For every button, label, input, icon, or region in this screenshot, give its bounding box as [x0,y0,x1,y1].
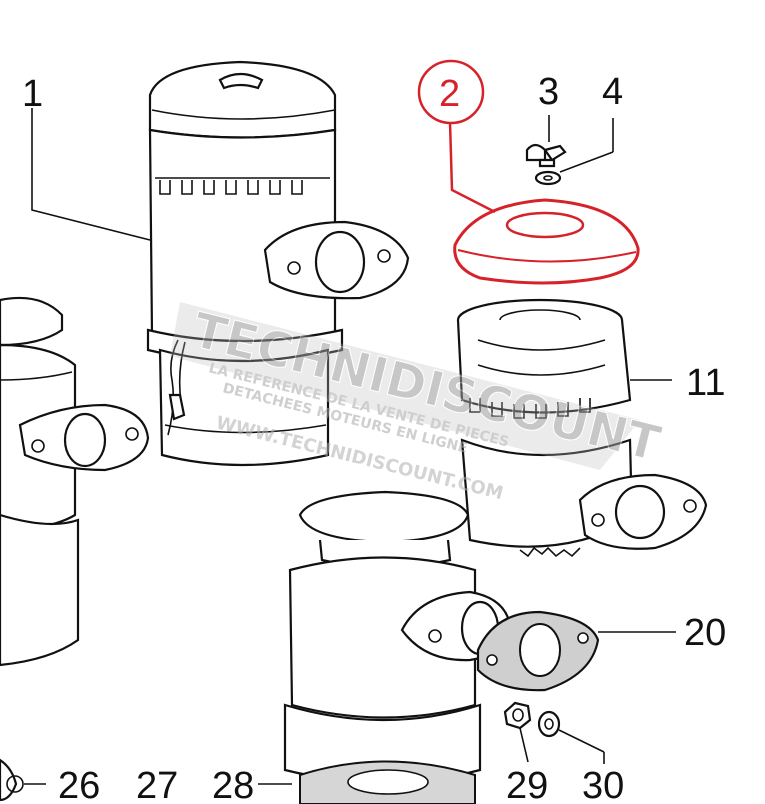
part-26-partial [0,758,46,802]
callout-30: 30 [582,765,624,804]
lower-air-filter-assembly [283,490,512,784]
part-1-air-filter-housing [146,60,410,467]
callout-20: 20 [684,612,726,654]
left-air-filter-partial [0,296,150,667]
callout-3: 3 [538,71,559,113]
part-11-filter-element [456,298,708,558]
part-4-washer [534,118,614,186]
callout-11: 11 [686,362,725,404]
part-29-nut [503,701,532,763]
callout-1: 1 [22,73,43,115]
part-2-filter-cover-highlighted [417,59,640,285]
callout-2: 2 [439,73,460,115]
callout-28: 28 [212,765,254,804]
part-28-partial [258,760,476,804]
callout-26: 26 [58,765,100,804]
callout-4: 4 [602,71,623,113]
part-3-wing-nut [525,115,567,168]
callout-27: 27 [136,765,178,804]
part-30-washer [537,710,605,764]
callout-29: 29 [506,765,548,804]
part-20-gasket [476,610,676,692]
